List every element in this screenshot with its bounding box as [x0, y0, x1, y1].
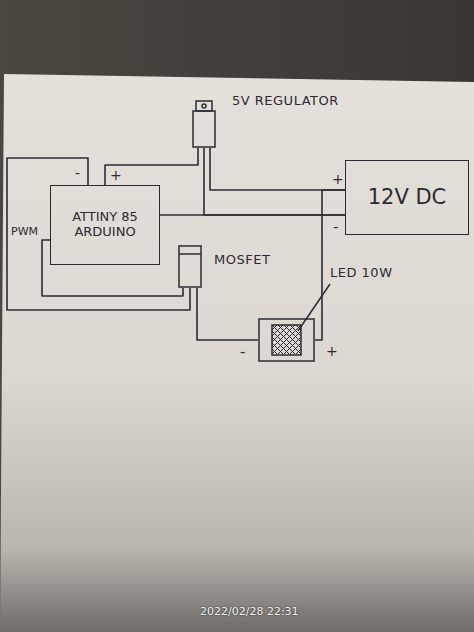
wire	[210, 148, 345, 190]
microcontroller-board: ATTINY 85 ARDUINO	[50, 185, 160, 265]
polarity-mark: +	[326, 344, 338, 358]
polarity-mark: +	[110, 168, 122, 182]
wire	[42, 240, 183, 296]
mosfet-symbol-outline	[178, 245, 202, 288]
box-label: 12V DC	[368, 185, 447, 209]
mosfet-symbol: MOSFET	[178, 245, 202, 288]
wire	[105, 148, 198, 185]
polarity-mark: -	[333, 220, 338, 235]
wire	[7, 158, 190, 310]
polarity-mark: -	[240, 345, 245, 360]
regulator-body	[193, 111, 215, 147]
power-supply: 12V DC	[345, 160, 469, 235]
led-module: LED 10W	[258, 318, 315, 362]
mounting-hole	[202, 104, 206, 108]
wire	[204, 148, 345, 215]
emitter-hatching	[272, 325, 301, 354]
part-label: LED 10W	[330, 266, 393, 281]
part-label: 5V REGULATOR	[232, 94, 339, 109]
wire	[197, 288, 258, 340]
box-label: ATTINY 85 ARDUINO	[58, 210, 152, 240]
wire	[315, 190, 345, 340]
part-label: MOSFET	[214, 253, 270, 268]
voltage-regulator-outline	[192, 100, 216, 148]
voltage-regulator: 5V REGULATOR	[192, 100, 216, 148]
led-module-outline	[258, 318, 315, 362]
mosfet-body	[179, 246, 201, 287]
mosfet-tab-line	[179, 253, 201, 255]
led-board	[259, 319, 314, 361]
regulator-tab	[196, 101, 212, 111]
paper-sheet	[0, 74, 474, 632]
polarity-mark: -	[75, 166, 80, 180]
signal-name: PWM	[11, 226, 38, 237]
led-emitter	[272, 325, 301, 355]
polarity-mark: +	[332, 172, 344, 186]
photo-timestamp: 2022/02/28 22:31	[200, 606, 299, 617]
